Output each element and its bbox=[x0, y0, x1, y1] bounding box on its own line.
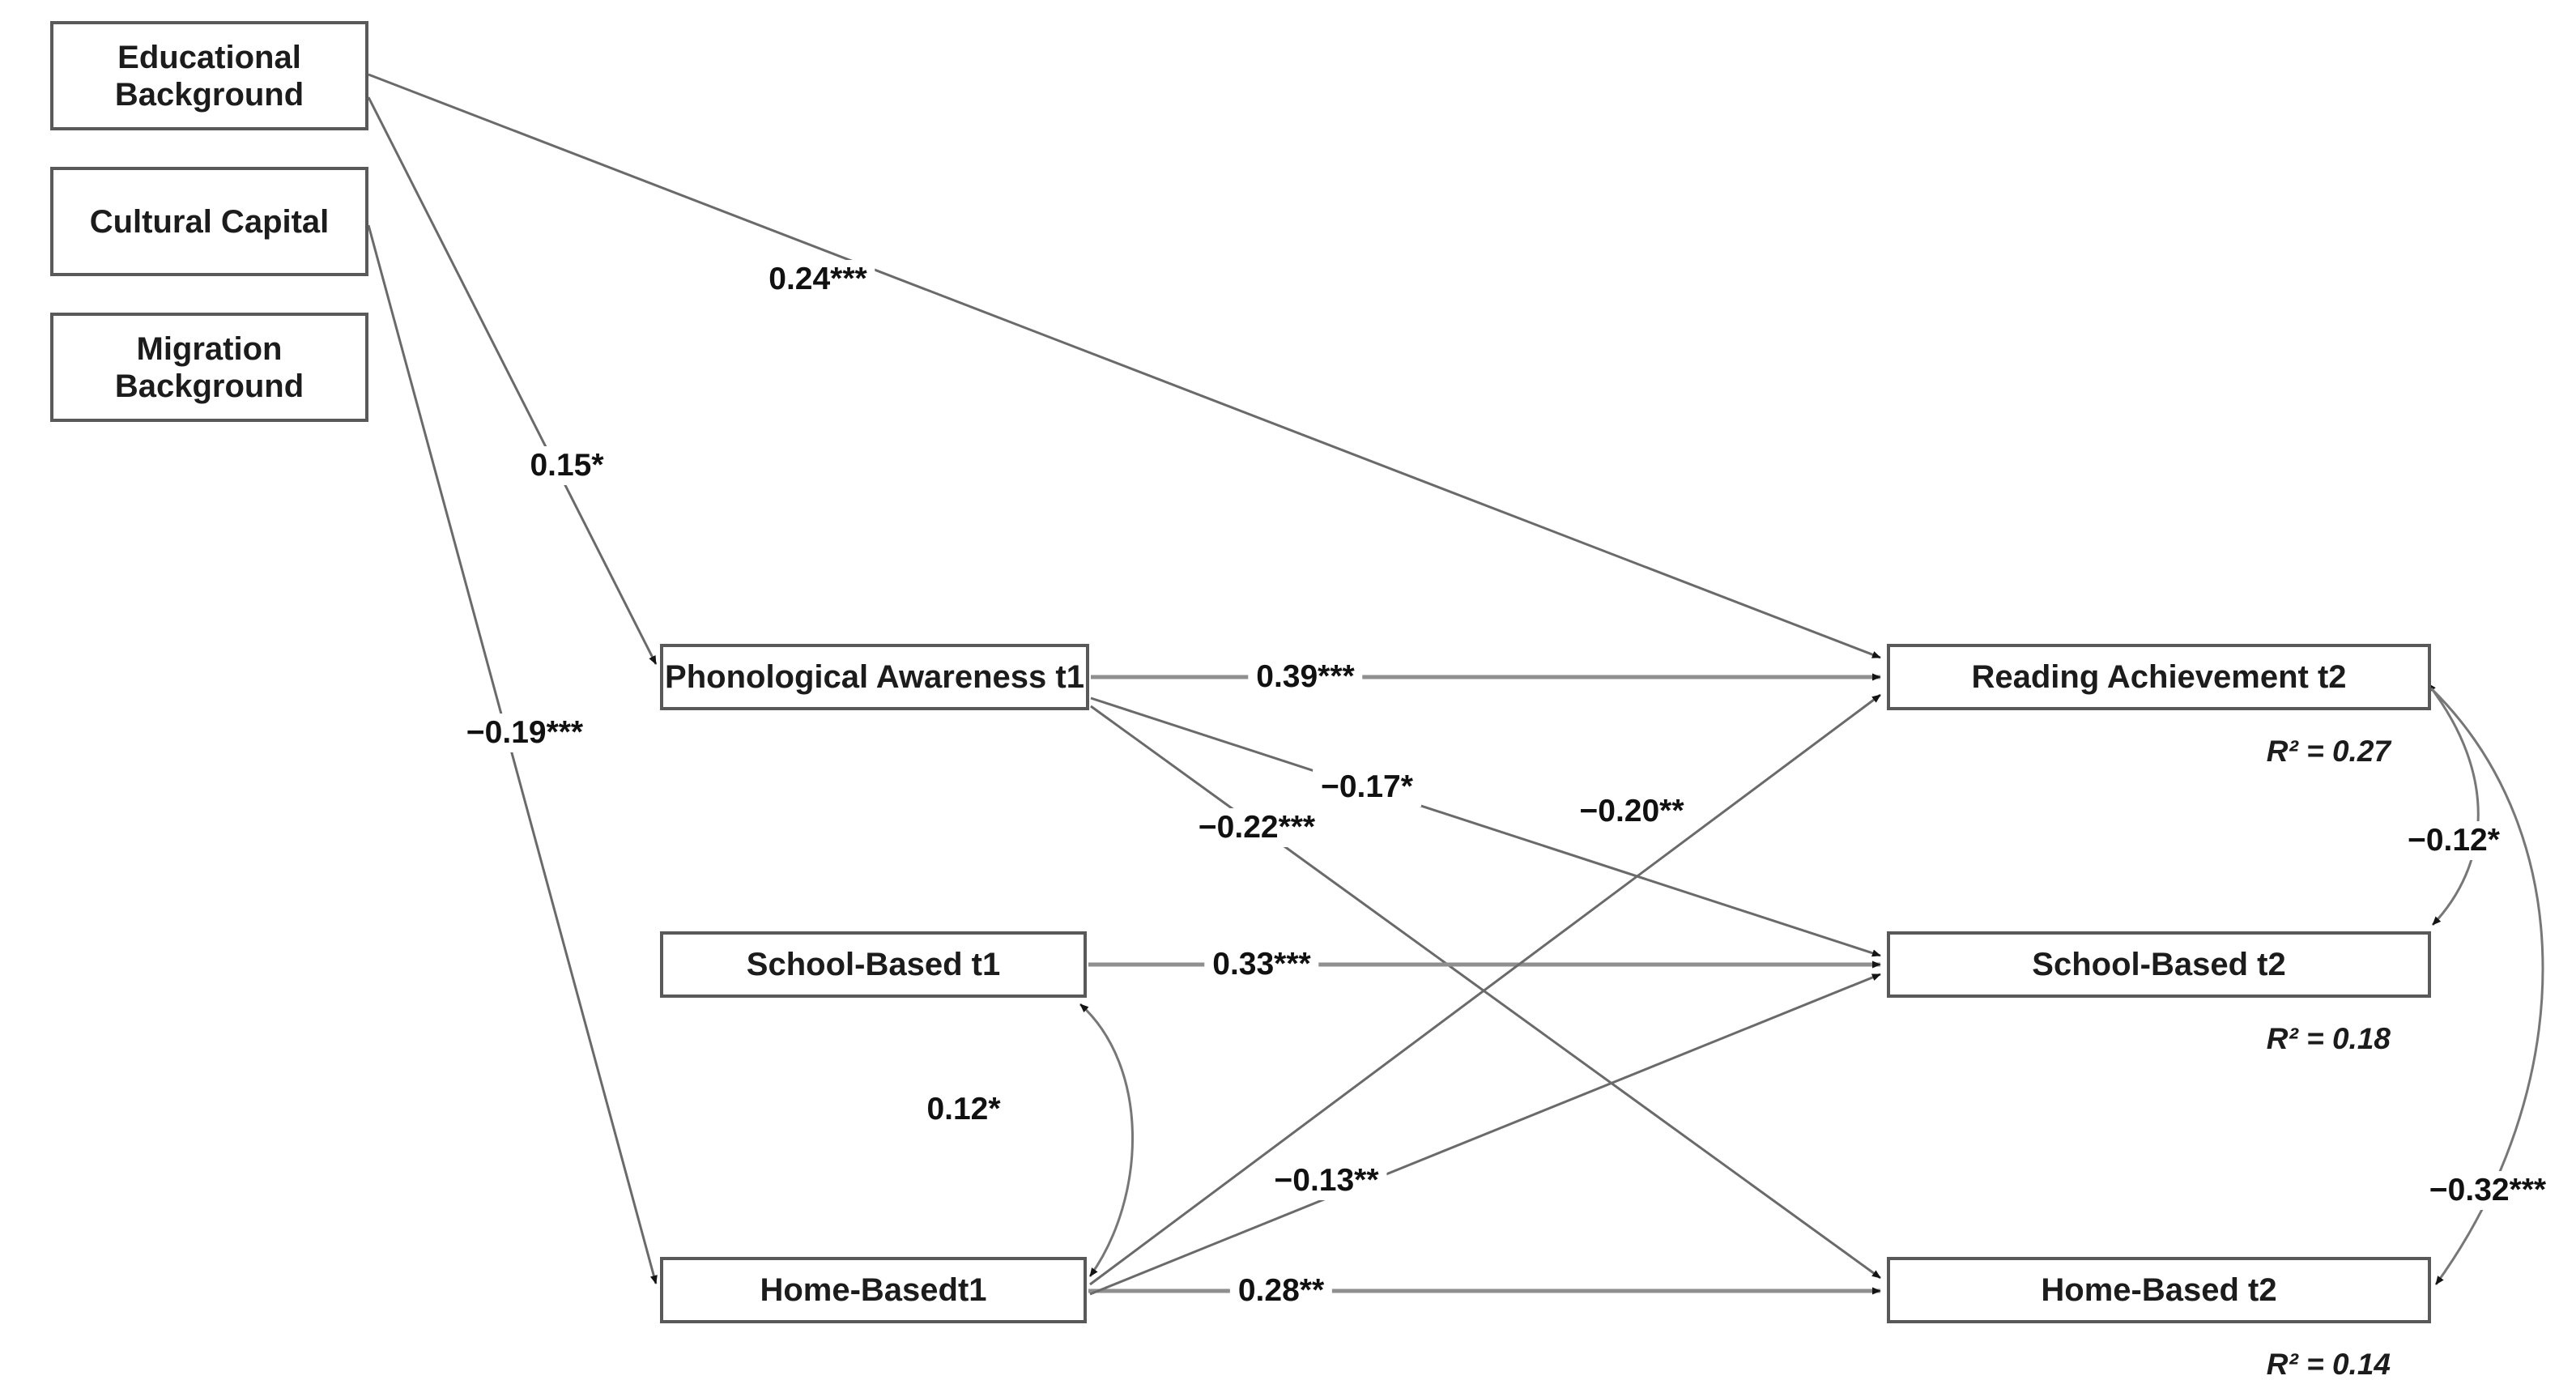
coef-pa1-to-sb2: −0.17* bbox=[1313, 768, 1421, 807]
r2-reading-achievement-t2: R² = 0.27 bbox=[2266, 735, 2391, 768]
r2-school-based-t2: R² = 0.18 bbox=[2266, 1022, 2391, 1055]
arrow-eb-to-ra2 bbox=[368, 73, 1881, 659]
coef-sb1-to-sb2: 0.33*** bbox=[1204, 945, 1319, 984]
covariance-sb1-hb1 bbox=[1079, 1003, 1134, 1277]
box-school-based-t1: School-Based t1 bbox=[660, 931, 1087, 998]
coef-cc-to-hb1: −0.19*** bbox=[458, 713, 592, 752]
box-migration-background: Migration Background bbox=[50, 313, 368, 422]
coef-cov-ra2-hb2: −0.32*** bbox=[2421, 1171, 2555, 1210]
box-home-based-t1: Home-Basedt1 bbox=[660, 1257, 1087, 1323]
coef-eb-to-ra2: 0.24*** bbox=[760, 260, 875, 299]
box-educational-background: Educational Background bbox=[50, 21, 368, 130]
coef-pa1-to-hb2: −0.22*** bbox=[1190, 808, 1324, 847]
box-cultural-capital: Cultural Capital bbox=[50, 167, 368, 276]
box-home-based-t2: Home-Based t2 bbox=[1887, 1257, 2431, 1323]
arrow-cc-to-hb1 bbox=[367, 224, 658, 1284]
coef-hb1-to-sb2: −0.13** bbox=[1266, 1161, 1387, 1200]
coef-cov-ra2-sb2: −0.12* bbox=[2399, 821, 2508, 860]
box-phonological-awareness-t1: Phonological Awareness t1 bbox=[660, 644, 1089, 710]
box-school-based-t2: School-Based t2 bbox=[1887, 931, 2431, 998]
r2-home-based-t2: R² = 0.14 bbox=[2266, 1348, 2391, 1380]
arrow-eb-to-pa1 bbox=[367, 96, 658, 665]
box-reading-achievement-t2: Reading Achievement t2 bbox=[1887, 644, 2431, 710]
coef-hb1-to-ra2: −0.20** bbox=[1571, 792, 1692, 831]
coef-hb1-to-hb2: 0.28** bbox=[1229, 1271, 1333, 1310]
coef-eb-to-pa1: 0.15* bbox=[522, 446, 612, 485]
coef-cov-sb1-hb1: 0.12* bbox=[918, 1090, 1009, 1129]
coef-pa1-to-ra2: 0.39*** bbox=[1248, 658, 1363, 696]
covariance-ra2-sb2 bbox=[2426, 683, 2480, 926]
arrow-hb1-to-ra2 bbox=[1089, 693, 1881, 1286]
arrow-pa1-to-hb2 bbox=[1090, 705, 1881, 1280]
arrow-pa1-to-sb2 bbox=[1090, 696, 1881, 957]
arrow-hb1-to-sb2 bbox=[1089, 973, 1881, 1296]
